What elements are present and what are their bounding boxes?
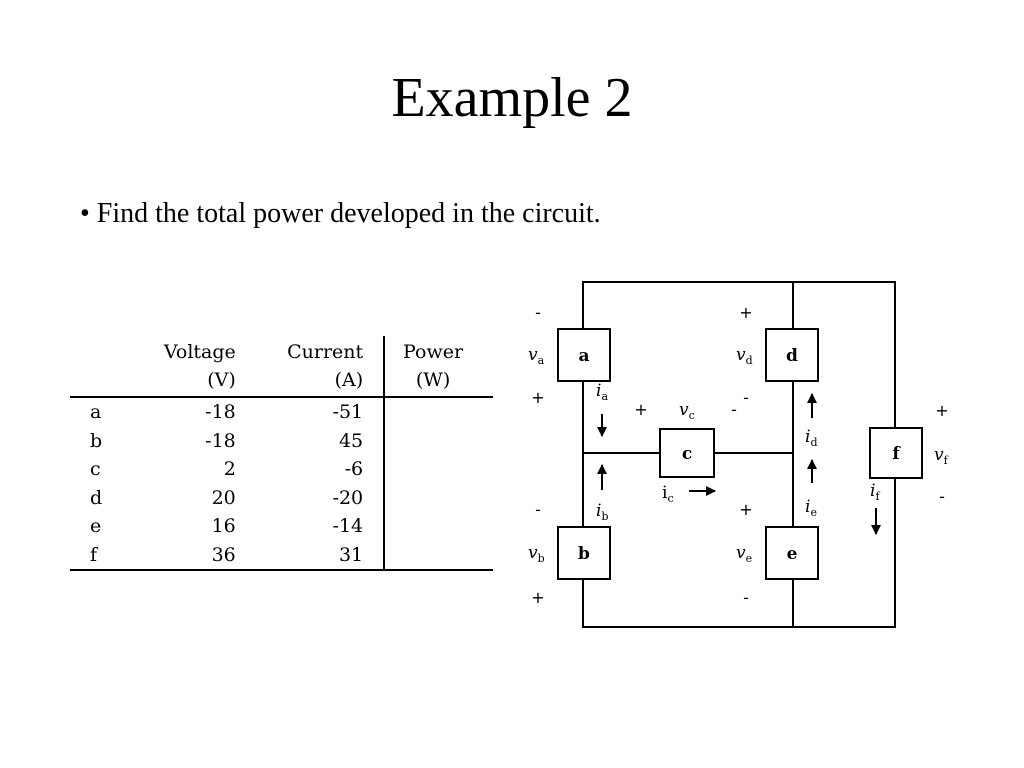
cell-element: e (90, 515, 102, 537)
element-c-box: c (659, 428, 715, 478)
cell-power (383, 540, 493, 571)
polarity-b-top: - (535, 500, 541, 519)
voltage-label-vc: vc (679, 400, 695, 422)
cell-power (383, 397, 493, 427)
header-voltage: Voltage (V) (133, 336, 256, 398)
cell-current: 45 (338, 429, 364, 452)
polarity-c-left: + (634, 400, 647, 419)
header-element (70, 336, 134, 398)
voltage-label-va: va (528, 345, 545, 367)
polarity-e-bottom: - (743, 588, 749, 607)
polarity-a-bottom: + (531, 388, 544, 407)
header-power-unit: (W) (415, 369, 451, 391)
data-table: Voltage (V) Current (A) Power (W) a -18 … (70, 336, 493, 571)
header-power: Power (W) (383, 336, 493, 398)
cell-power (383, 455, 493, 484)
polarity-d-top: + (739, 303, 752, 322)
element-f-label: f (892, 444, 901, 464)
element-e-box: e (765, 526, 819, 580)
cell-voltage: -18 (205, 429, 236, 452)
cell-voltage: 16 (211, 515, 236, 537)
current-label-if: if (870, 481, 880, 503)
cell-element: b (90, 429, 103, 452)
current-label-ie: ie (805, 497, 817, 519)
bullet-text: • Find the total power developed in the … (80, 198, 601, 229)
cell-power (383, 426, 493, 455)
polarity-c-right: - (731, 400, 737, 419)
cell-voltage: 2 (223, 458, 236, 480)
header-power-name: Power (403, 341, 464, 363)
element-a-box: a (557, 328, 611, 382)
voltage-label-vb: vb (528, 543, 545, 565)
cell-current: -14 (332, 515, 364, 537)
element-b-box: b (557, 526, 611, 580)
cell-power (383, 483, 493, 512)
cell-voltage: 36 (133, 540, 256, 571)
cell-element: d (90, 486, 103, 509)
element-c-label: c (682, 444, 692, 464)
cell-current: 31 (255, 540, 385, 571)
cell-voltage: -18 (205, 401, 236, 423)
element-e-label: e (787, 544, 798, 564)
element-f-box: f (869, 427, 923, 479)
element-b-label: b (578, 544, 590, 564)
current-label-ib: ib (596, 501, 608, 523)
table-row: d 20 -20 (70, 483, 493, 512)
circuit-wires (582, 281, 896, 628)
voltage-label-vf: vf (934, 445, 949, 467)
voltage-label-ve: ve (736, 543, 752, 565)
table-header-row: Voltage (V) Current (A) Power (W) (70, 336, 493, 398)
header-current: Current (A) (255, 336, 385, 398)
element-a-label: a (578, 346, 589, 366)
header-voltage-unit: (V) (207, 369, 236, 391)
header-current-unit: (A) (334, 369, 364, 391)
voltage-label-vd: vd (736, 345, 753, 367)
polarity-b-bottom: + (531, 588, 544, 607)
cell-element: a (90, 401, 102, 423)
polarity-f-bottom: - (939, 487, 945, 506)
table-row: e 16 -14 (70, 512, 493, 541)
data-table-container: Voltage (V) Current (A) Power (W) a -18 … (70, 336, 493, 571)
outer-loop-wire (582, 281, 896, 628)
element-d-label: d (786, 346, 798, 366)
polarity-e-top: + (739, 500, 752, 519)
table-row: c 2 -6 (70, 455, 493, 484)
cell-current: -20 (332, 486, 364, 509)
cell-element: c (90, 458, 101, 480)
cell-current: -6 (344, 458, 364, 480)
polarity-d-bottom: - (743, 388, 749, 407)
polarity-f-top: + (935, 401, 948, 420)
cell-power (383, 512, 493, 541)
table-row: b -18 45 (70, 426, 493, 455)
circuit-diagram: a b c d e f - + - + + - + - + (528, 281, 949, 628)
header-voltage-name: Voltage (163, 341, 236, 363)
cell-element: f (70, 540, 134, 571)
current-label-ia: ia (596, 381, 608, 403)
cell-current: -51 (332, 401, 364, 423)
current-label-id: id (805, 427, 817, 449)
table-row: f 36 31 (70, 540, 493, 571)
slide-title: Example 2 (391, 67, 633, 129)
element-d-box: d (765, 328, 819, 382)
table-row: a -18 -51 (70, 397, 493, 427)
current-label-ic: ic (662, 483, 674, 505)
cell-voltage: 20 (211, 486, 236, 509)
polarity-a-top: - (535, 303, 541, 322)
header-current-name: Current (287, 341, 364, 363)
